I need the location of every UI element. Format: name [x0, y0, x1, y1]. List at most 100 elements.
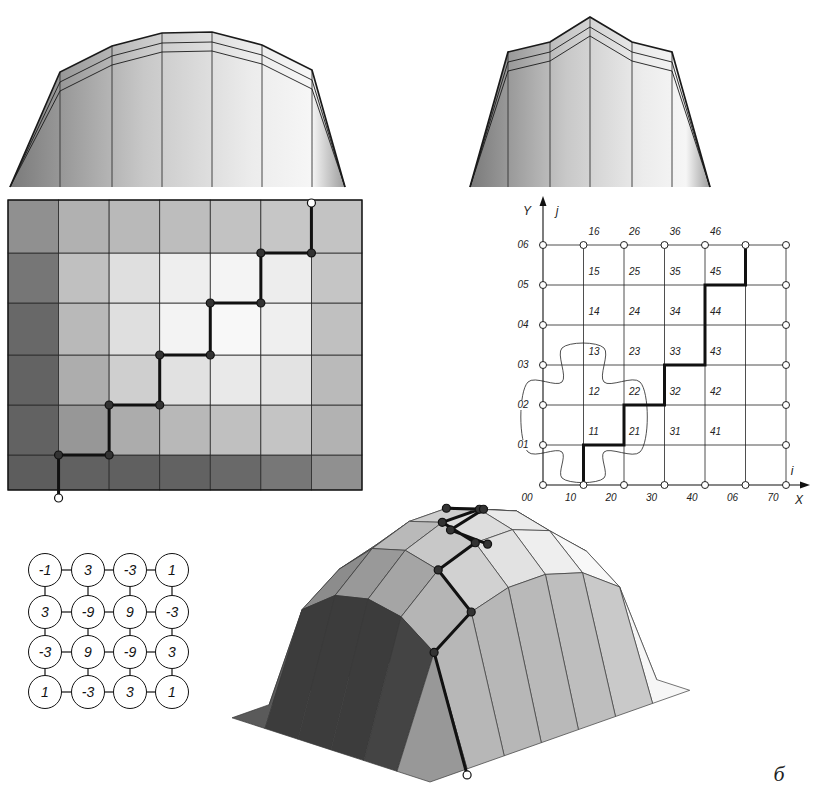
node-index: 23 [628, 347, 641, 357]
path-node [55, 451, 63, 459]
boundary-node [783, 242, 790, 249]
tick-label: 00 [520, 493, 533, 503]
plan-cell [311, 455, 362, 490]
connector-line [105, 611, 113, 612]
path-node [206, 299, 214, 307]
tick-label: 04 [516, 320, 529, 330]
plan-cell [109, 355, 160, 405]
tick-label: 70 [766, 493, 779, 503]
index-grid [521, 196, 810, 489]
plan-cell [210, 355, 261, 405]
plan-cell [261, 200, 312, 253]
tick-label: 06 [516, 240, 529, 250]
coefficient-circle: -9 [113, 635, 147, 669]
plan-cell [261, 455, 312, 490]
roof-line [470, 36, 710, 187]
tick-label: 20 [604, 493, 617, 503]
coefficient-circle: -3 [28, 635, 62, 669]
plan-cell [210, 303, 261, 355]
coefficient-circle: 9 [113, 595, 147, 629]
connector-line [147, 569, 155, 570]
connector-line [44, 587, 45, 595]
connector-line [147, 651, 155, 652]
node-index: 46 [709, 227, 722, 237]
coefficient-value: 3 [126, 685, 134, 699]
path-node [156, 401, 164, 409]
plan-cell [210, 455, 261, 490]
coefficient-circle: 3 [71, 553, 105, 587]
axis-label: j [555, 205, 560, 217]
boundary-node [702, 482, 709, 489]
path-node [156, 351, 164, 359]
tick-label: 30 [645, 493, 658, 503]
connector-line [105, 569, 113, 570]
coefficient-circle: 1 [155, 675, 189, 709]
side-elevation [470, 17, 710, 187]
axis-arrow [800, 482, 810, 489]
roof-line [10, 32, 345, 187]
coefficient-circle: 9 [71, 635, 105, 669]
section-path [584, 245, 746, 485]
tick-label: 02 [516, 400, 529, 410]
plan-cell [210, 200, 261, 253]
plan-cell [8, 253, 59, 303]
path-node [442, 504, 450, 512]
connector-line [62, 651, 71, 652]
boundary-node [661, 242, 668, 249]
axis-label: X [794, 494, 804, 506]
plan-cell [160, 303, 211, 355]
tick-label: 05 [516, 280, 529, 290]
coefficient-value: -1 [39, 563, 51, 577]
path-node [257, 299, 265, 307]
end-point [55, 494, 63, 502]
plan-cell [210, 253, 261, 303]
plan-cell [59, 303, 110, 355]
end-point [463, 771, 471, 779]
elevation-fill [470, 17, 710, 187]
path-node [434, 566, 442, 574]
connector-line [129, 587, 130, 595]
path-node [206, 351, 214, 359]
plan-cell [261, 303, 312, 355]
wall-edge [550, 61, 551, 187]
coefficient-value: 3 [41, 605, 49, 619]
boundary-node [742, 242, 749, 249]
boundary-node [580, 242, 587, 249]
figure-letter: б [772, 763, 785, 785]
coefficient-value: 1 [168, 685, 176, 699]
roof-line [470, 27, 710, 187]
coefficient-circle: 3 [113, 675, 147, 709]
coefficient-value: 9 [126, 605, 134, 619]
plan-cell [109, 200, 160, 253]
node-index: 42 [709, 387, 722, 397]
plan-cell [210, 405, 261, 455]
plan-cell [160, 405, 211, 455]
boundary-node [783, 362, 790, 369]
roof-edge [212, 32, 213, 51]
axis-label: Y [522, 205, 532, 217]
node-index: 16 [588, 227, 601, 237]
tick-label: 10 [564, 493, 577, 503]
path-node [480, 505, 488, 513]
coefficient-value: -3 [166, 605, 178, 619]
roof-line [10, 42, 345, 187]
path-node [307, 249, 315, 257]
plan-cell [261, 253, 312, 303]
coefficient-value: -9 [124, 645, 136, 659]
plan-cell [8, 303, 59, 355]
boundary-node [540, 362, 547, 369]
boundary-node [540, 322, 547, 329]
section-path [434, 508, 488, 775]
plan-cell [8, 405, 59, 455]
node-index: 12 [588, 387, 601, 397]
node-index: 26 [628, 227, 641, 237]
boundary-node [540, 242, 547, 249]
coefficient-circle: -9 [71, 595, 105, 629]
connector-line [147, 691, 155, 692]
wall-edge [112, 65, 113, 187]
node-index: 33 [669, 347, 682, 357]
boundary-node [540, 282, 547, 289]
path-node [484, 540, 492, 548]
plan-cell [160, 253, 211, 303]
wall-edge [508, 71, 509, 187]
